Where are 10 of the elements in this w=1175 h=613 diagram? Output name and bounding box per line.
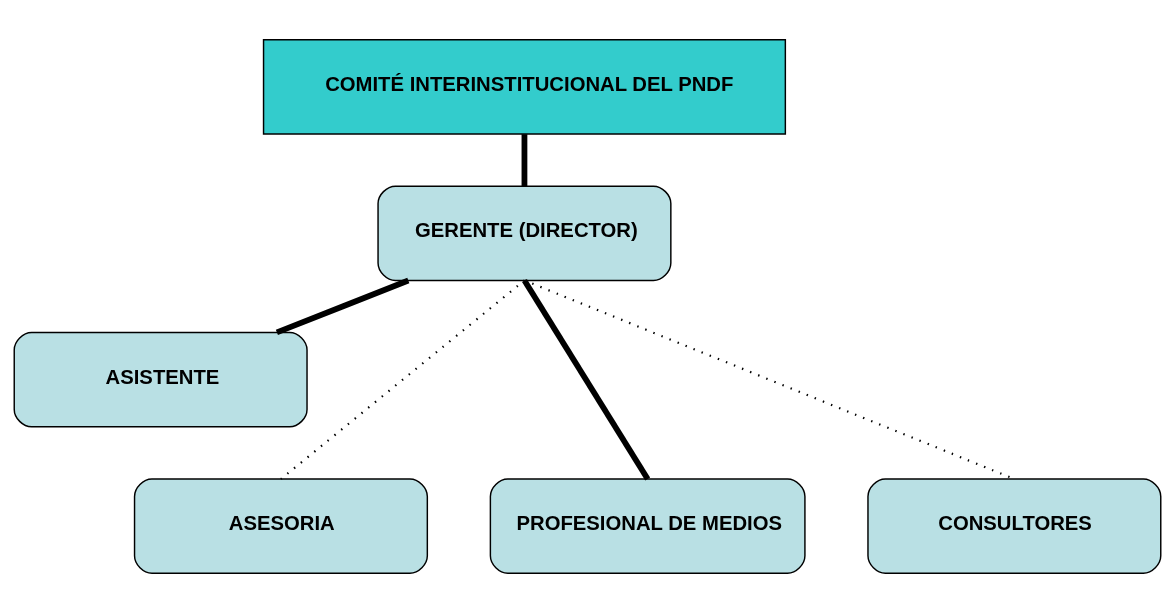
node-box: CONSULTORES [867, 478, 1162, 574]
node-box: PROFESIONAL DE MEDIOS [489, 478, 806, 574]
node-box: ASESORIA [133, 478, 429, 574]
connector [275, 277, 410, 336]
node-box: ASISTENTE [13, 331, 308, 428]
connector [280, 279, 526, 480]
node-box: COMITÉ INTERINSTITUCIONAL DEL PNDF [262, 39, 787, 135]
node-box: GERENTE (DIRECTOR) [377, 185, 672, 282]
connector [521, 134, 528, 186]
connector [522, 278, 651, 481]
